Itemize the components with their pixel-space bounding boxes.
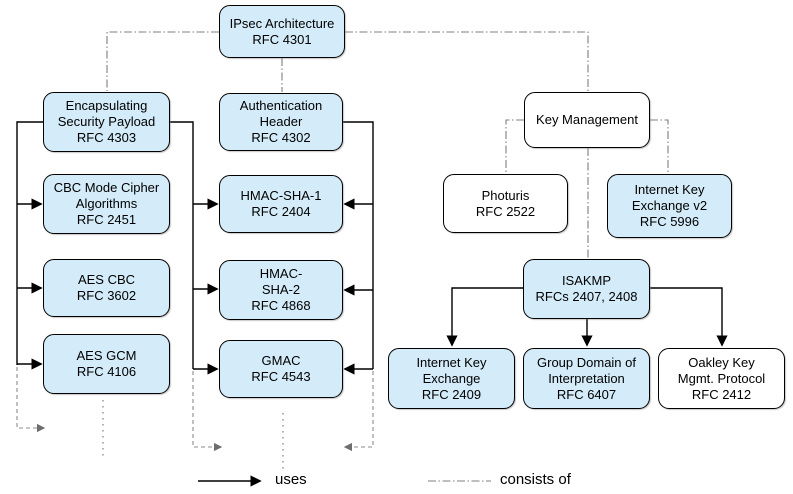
legend-uses-label: uses [275,471,307,488]
node-group-domain-of-interpretation-label-line: Interpretation [548,370,625,386]
node-cbc-mode-cipher-algorithms-label-line: RFC 2451 [76,212,137,227]
isakmp-to-oakley-arrow [650,287,728,347]
node-isakmp-label-line: ISAKMP [561,273,612,288]
node-key-management-label-line: Key Management [536,112,638,127]
node-internet-key-exchange-label-line: Exchange [422,370,481,386]
ipsec-to-key-management-consists-line [345,31,589,91]
node-gmac-label-line: GMAC [261,353,301,368]
node-photuris-label-line: RFC 2522 [475,203,536,219]
legend-consists-of-label: consists of [500,471,571,488]
node-hmac-sha-2-label-line: SHA-2 [261,282,301,297]
node-group-domain-of-interpretation-label-line: RFC 6407 [556,386,617,402]
node-oakley-key-mgmt-protocol-label-line: Oakley Key [688,354,755,370]
ah-macs-continuation-arrow [343,371,374,452]
node-cbc-mode-cipher-algorithms-label-line: CBC Mode Cipher [53,180,160,195]
node-ipsec-architecture-label-line: IPsec Architecture [229,15,335,31]
node-internet-key-exchange-label-line: RFC 2409 [421,386,482,402]
node-photuris-label-line: Photuris [481,187,530,203]
node-internet-key-exchange-v2-label-line: Internet Key [634,182,705,197]
node-authentication-header-label-line: Authentication [239,98,323,113]
isakmp-to-ike-arrow [446,287,523,347]
node-isakmp-label-line: RFCs 2407, 2408 [535,289,638,304]
node-hmac-sha-2-label-line: RFC 4868 [251,298,311,313]
esp-ciphers-trunk-line [16,121,43,365]
node-oakley-key-mgmt-protocol-label-line: RFC 2412 [691,386,752,402]
node-hmac-sha-1-label-line: RFC 2404 [251,204,311,219]
node-gmac-label-line: RFC 4543 [251,369,311,384]
node-encapsulating-security-payload-label-line: Security Payload [57,114,156,129]
esp-macs-trunk-line [170,121,194,369]
key-management-to-ikev2-consists-line [650,119,669,173]
ciphers-continuation-arrow [16,367,46,433]
node-hmac-sha-2-label-line: HMAC- [259,266,303,281]
key-management-to-photuris-consists-line [505,119,524,173]
node-ipsec-architecture-label-line: RFC 4301 [252,31,312,47]
node-encapsulating-security-payload-label-line: RFC 4303 [76,130,137,145]
node-encapsulating-security-payload-label-line: Encapsulating [65,98,148,113]
node-aes-cbc-label-line: RFC 3602 [76,288,137,303]
node-aes-gcm-label-line: AES GCM [76,348,137,363]
node-internet-key-exchange-v2-label-line: Exchange v2 [631,198,708,213]
node-internet-key-exchange-v2-label-line: RFC 5996 [639,214,700,229]
node-authentication-header-label-line: RFC 4302 [251,130,311,145]
node-aes-cbc-label-line: AES CBC [77,272,136,287]
node-aes-gcm-label-line: RFC 4106 [76,364,137,379]
esp-macs-continuation-arrow [192,371,223,452]
node-hmac-sha-1-label-line: HMAC-SHA-1 [240,188,322,203]
node-key-management: Key Management [524,92,650,148]
ah-macs-trunk-line [343,121,374,369]
node-cbc-mode-cipher-algorithms-label-line: Algorithms [75,196,138,211]
ipsec-to-esp-consists-line [106,31,219,91]
node-authentication-header-label-line: Header [259,114,303,129]
node-group-domain-of-interpretation-label-line: Group Domain of [537,354,636,370]
node-oakley-key-mgmt-protocol-label-line: Mgmt. Protocol [677,370,766,386]
node-internet-key-exchange-label-line: Internet Key [416,354,487,370]
